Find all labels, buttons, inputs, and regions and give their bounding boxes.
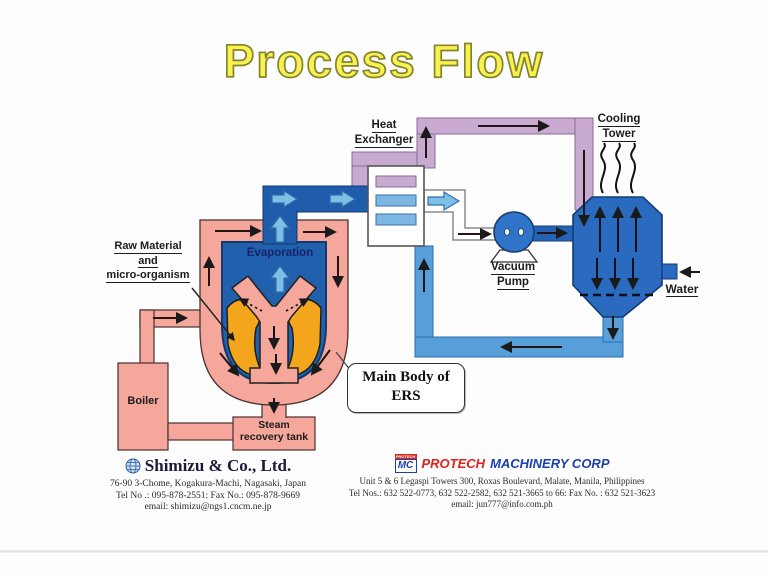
raw-material-label: Raw Material and micro-organism: [106, 240, 190, 283]
raw-material-pointer-line: [191, 287, 235, 342]
protech-logo-banner: PROTECH: [394, 454, 417, 459]
protech-address: Unit 5 & 6 Legaspi Towers 300, Roxas Bou…: [359, 476, 645, 486]
main-body-line1: Main Body of: [362, 369, 450, 385]
steam-wavy-lines: [600, 142, 636, 194]
heat-exchanger-shape: [367, 165, 425, 247]
shimizu-company-name: Shimizu & Co., Ltd.: [144, 456, 292, 475]
protech-email: email: jun777@info.com.ph: [451, 499, 553, 509]
main-body-of-ers-box: Main Body of ERS: [347, 363, 465, 413]
shimizu-email: email: shimizu@ngs1.cncm.ne.jp: [144, 502, 272, 512]
main-body-line2: ERS: [391, 388, 421, 404]
protech-mc-logo: PROTECH MC: [394, 454, 417, 473]
shimizu-address: 76-90 3-Chome, Kogakura-Machi, Nagasaki,…: [109, 479, 306, 489]
steam-recovery-tank-shape: [232, 416, 316, 451]
mixing-arrows: [238, 298, 310, 312]
protech-phone: Tel Nos.: 632 522-0773, 632 522-2582, 63…: [348, 487, 656, 498]
protech-name-row: PROTECH MC PROTECH MACHINERY CORP: [328, 454, 676, 473]
protech-name-part1: PROTECH: [421, 456, 486, 471]
agitator-flow-arrows: [268, 326, 282, 375]
water-inlet-port: [661, 263, 678, 280]
heat-exchanger-label: Heat Exchanger: [354, 119, 414, 148]
cooling-tower-label: Cooling Tower: [597, 113, 641, 142]
protech-footer: PROTECH MC PROTECH MACHINERY CORP Unit 5…: [328, 454, 676, 511]
evaporation-label: Evaporation: [246, 247, 314, 259]
tank-return-pipe: [167, 422, 235, 441]
steam-recovery-tank-label: Steam recovery tank: [239, 419, 309, 443]
boiler-label: Boiler: [127, 395, 159, 407]
protech-name-part2: MACHINERY CORP: [490, 456, 610, 471]
boiler-riser-pipe: [139, 309, 155, 365]
cooling-tower-shape: [572, 142, 678, 318]
steam-circuit: [117, 309, 316, 451]
vacuum-pump-label: Vacuum Pump: [490, 261, 536, 290]
vapor-flow-arrows: [269, 189, 461, 293]
shimizu-footer: Shimizu & Co., Ltd. 76-90 3-Chome, Kogak…: [58, 456, 358, 514]
shimizu-name-row: Shimizu & Co., Ltd.: [58, 456, 358, 476]
shimizu-globe-logo: [125, 458, 141, 474]
flow-arrows: [153, 120, 700, 414]
water-label: Water: [665, 282, 699, 297]
shimizu-phone: Tel No .: 095-878-2551: Fax No.: 095-878…: [115, 490, 301, 501]
protech-logo-mc: MC: [394, 459, 417, 473]
boiler-shape: [117, 362, 169, 451]
page-title: Process Flow: [223, 34, 545, 88]
vacuum-pump-shape: [489, 211, 539, 263]
scan-shadow-line: [0, 550, 768, 553]
tower-flow-arrows: [591, 206, 642, 290]
